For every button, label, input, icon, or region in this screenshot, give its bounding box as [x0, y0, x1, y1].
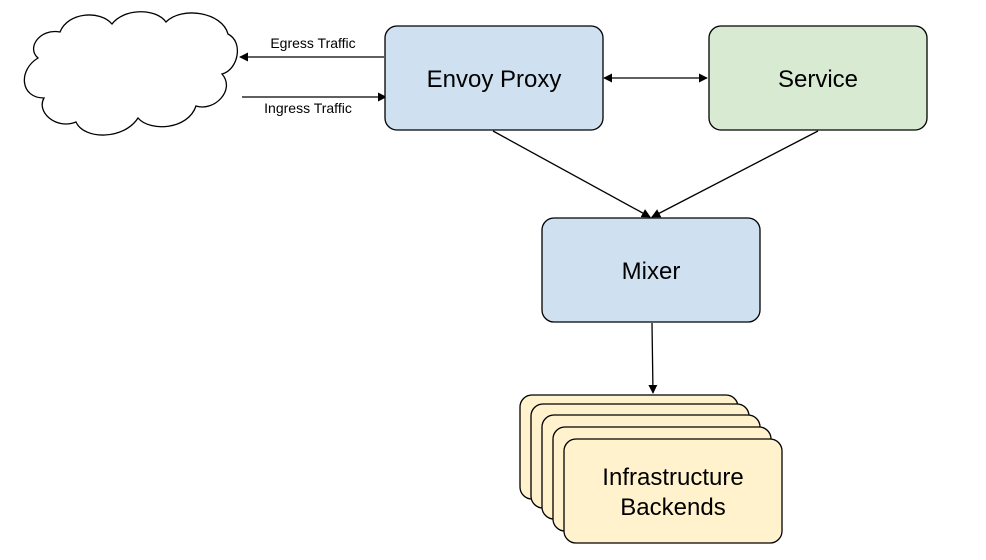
service-label: Service: [778, 66, 858, 93]
mixer-label: Mixer: [622, 258, 681, 285]
backends-label-line2: Backends: [620, 494, 725, 521]
service-to-mixer-edge: [651, 130, 819, 218]
infrastructure-backends-node: Infrastructure Backends: [519, 394, 783, 544]
service-box: [708, 25, 928, 131]
envoy-proxy-node: Envoy Proxy: [384, 25, 604, 131]
backends-label-line1: Infrastructure: [602, 464, 743, 491]
mixer-box: [541, 217, 761, 323]
envoy-to-mixer-edge: [492, 130, 651, 218]
egress-traffic-edge: Egress Traffic: [239, 35, 384, 62]
envoy-proxy-label: Envoy Proxy: [427, 66, 562, 93]
internet-cloud: [23, 11, 239, 136]
ingress-traffic-label: Ingress Traffic: [264, 100, 352, 116]
ingress-traffic-edge: Ingress Traffic: [242, 92, 387, 116]
service-node: Service: [708, 25, 928, 131]
envoy-proxy-box: [384, 25, 604, 131]
egress-traffic-label: Egress Traffic: [270, 35, 355, 51]
backend-front-card: [563, 438, 783, 544]
mixer-to-backends-edge: [648, 322, 658, 394]
mixer-node: Mixer: [541, 217, 761, 323]
